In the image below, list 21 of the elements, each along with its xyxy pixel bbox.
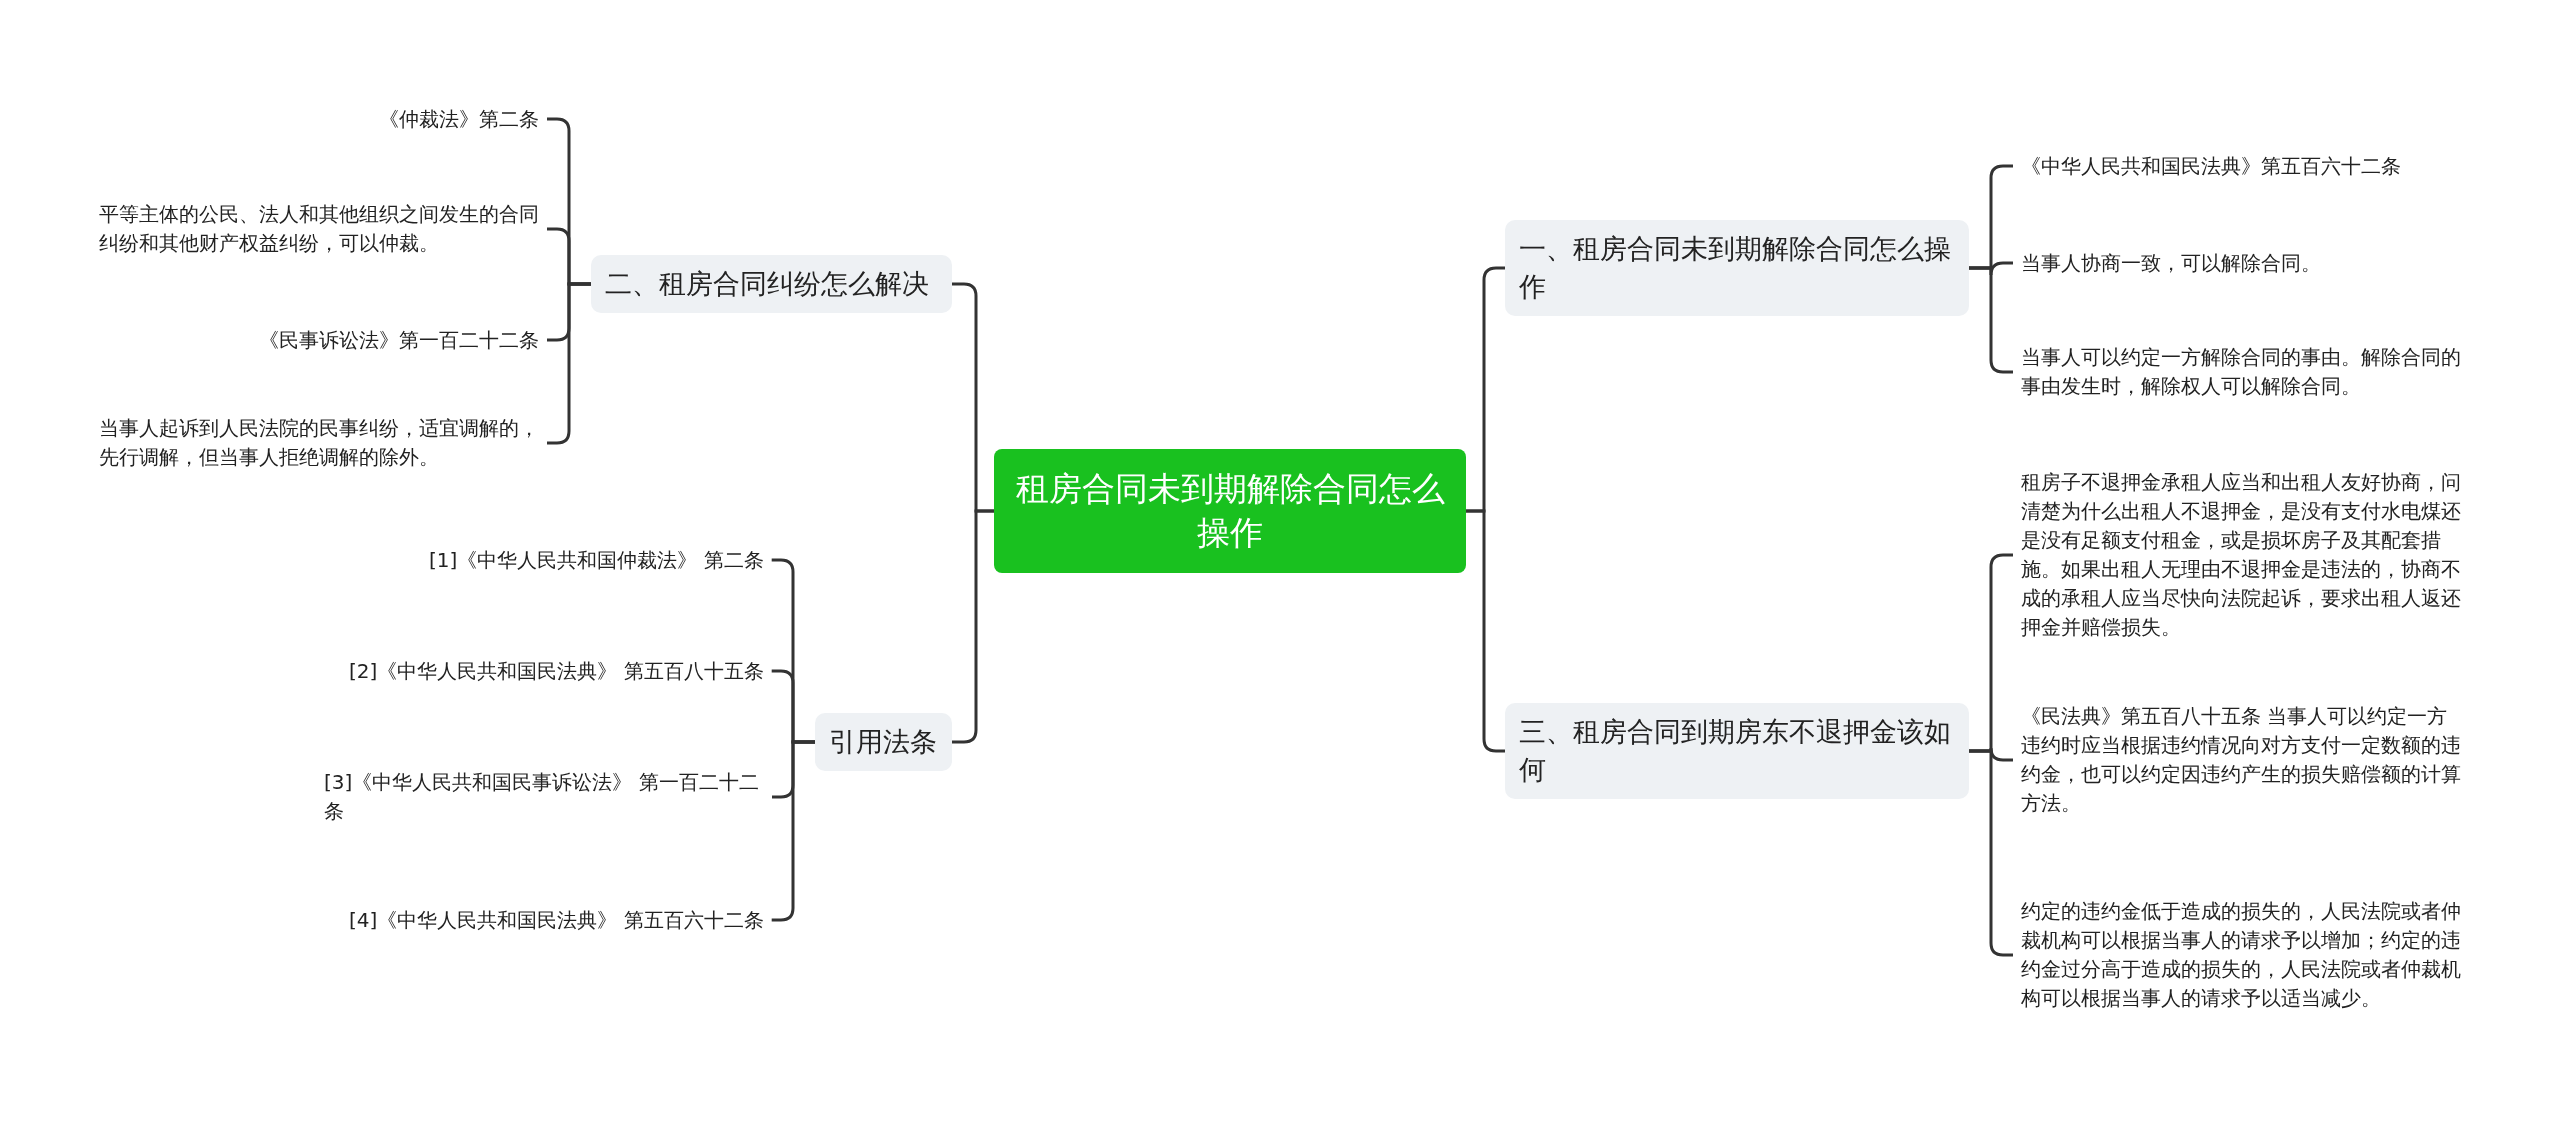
- leaf-text: [2]《中华人民共和国民法典》 第五百八十五条: [349, 656, 764, 686]
- leaf-text: [3]《中华人民共和国民事诉讼法》 第一百二十二条: [324, 768, 764, 826]
- connector-line: [952, 509, 994, 744]
- central-topic-box: 租房合同未到期解除合同怎么操作: [994, 449, 1466, 573]
- leaf-text: [4]《中华人民共和国民法典》 第五百六十二条: [349, 905, 764, 935]
- connector-line: [1466, 509, 1505, 753]
- branch-topic-box: 二、租房合同纠纷怎么解决: [591, 255, 952, 313]
- leaf-text: 平等主体的公民、法人和其他组织之间发生的合同纠纷和其他财产权益纠纷，可以仲裁。: [99, 200, 539, 258]
- leaf-text: 《民事诉讼法》第一百二十二条: [259, 325, 539, 355]
- branch-topic-box: 一、租房合同未到期解除合同怎么操作: [1505, 220, 1969, 316]
- leaf-text: [1]《中华人民共和国仲裁法》 第二条: [429, 545, 764, 575]
- leaf-text: 租房子不退押金承租人应当和出租人友好协商，问清楚为什么出租人不退押金，是没有支付水电煤还是没有足额支付租金，或是损坏房子及其配套措施。如果出租人无理由不退押金是违法的，协商不成的承租人应当尽快向法院起诉，要求出租人返还押金并赔偿损失。: [2021, 468, 2461, 642]
- leaf-text: 《仲裁法》第二条: [379, 104, 539, 134]
- leaf-text: 当事人起诉到人民法院的民事纠纷，适宜调解的，先行调解，但当事人拒绝调解的除外。: [99, 414, 539, 472]
- branch-topic-box: 三、租房合同到期房东不退押金该如何: [1505, 703, 1969, 799]
- leaf-text: 当事人协商一致，可以解除合同。: [2021, 248, 2321, 278]
- leaf-text: 《中华人民共和国民法典》第五百六十二条: [2021, 151, 2401, 181]
- leaf-text: 当事人可以约定一方解除合同的事由。解除合同的事由发生时，解除权人可以解除合同。: [2021, 343, 2461, 401]
- branch-topic-box: 引用法条: [815, 713, 952, 771]
- leaf-text: 《民法典》第五百八十五条 当事人可以约定一方违约时应当根据违约情况向对方支付一定数额的违约金，也可以约定因违约产生的损失赔偿额的计算方法。: [2021, 702, 2461, 818]
- leaf-text: 约定的违约金低于造成的损失的，人民法院或者仲裁机构可以根据当事人的请求予以增加；约定的违约金过分高于造成的损失的，人民法院或者仲裁机构可以根据当事人的请求予以适当减少。: [2021, 897, 2461, 1013]
